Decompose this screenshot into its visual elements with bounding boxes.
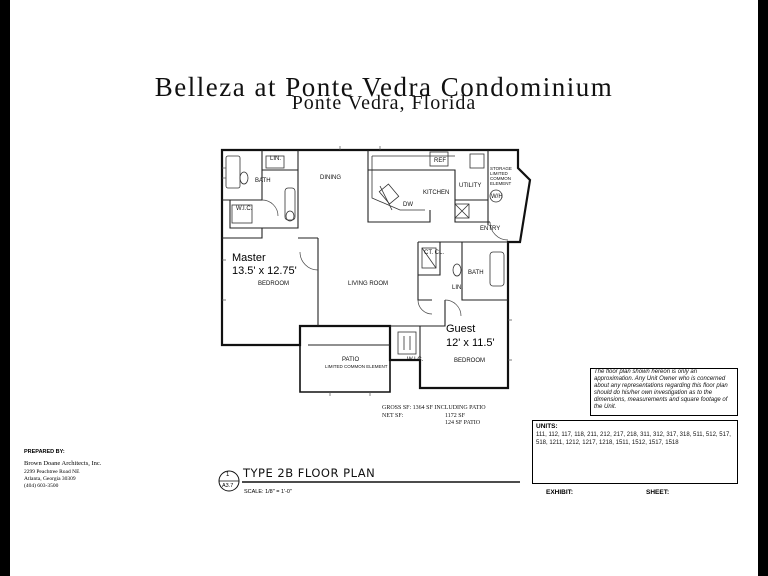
- windows: [222, 146, 512, 396]
- room-label-utility: UTILITY: [459, 183, 482, 189]
- preparer-address-line1: 2299 Peachtree Road NE: [24, 469, 80, 475]
- master-bedroom-name: Master: [232, 252, 266, 264]
- plan-title: TYPE 2B FLOOR PLAN: [243, 466, 376, 480]
- net-square-footage-label: NET SF:: [382, 413, 404, 419]
- preparer-firm: Brown Doane Architects, Inc.: [24, 460, 102, 467]
- drawing-reference-sheet: A3.7: [222, 483, 234, 489]
- room-label-master-bedroom: BEDROOM: [258, 281, 290, 287]
- title-block-graphics: [218, 470, 520, 492]
- master-bedroom-dimensions: 13.5' x 12.75': [232, 265, 297, 277]
- room-label-refrigerator: REF: [434, 158, 446, 164]
- plan-scale: SCALE: 1/8" = 1'-0": [244, 489, 292, 495]
- guest-bedroom-name: Guest: [446, 323, 476, 335]
- exterior-walls: [220, 148, 532, 393]
- units-list: 111, 112, 117, 118, 211, 212, 217, 218, …: [536, 432, 731, 446]
- disclaimer-box: [590, 368, 738, 416]
- appliance-label-water-heater: W/H: [491, 194, 503, 200]
- fixtures: [225, 151, 505, 355]
- room-label-bath-guest: BATH: [468, 270, 484, 276]
- prepared-by-heading: PREPARED BY:: [24, 449, 65, 455]
- room-label-linen-guest: LIN.: [452, 285, 464, 291]
- document-sheet: [10, 0, 758, 576]
- interior-walls: [222, 150, 508, 360]
- units-heading: UNITS:: [536, 423, 558, 430]
- net-square-footage-value: 1172 SF: [445, 413, 465, 419]
- appliance-label-dishwasher: DW: [403, 202, 413, 208]
- exhibit-label: EXHIBIT:: [546, 489, 574, 496]
- room-label-living-room: LIVING ROOM: [348, 281, 389, 287]
- room-label-kitchen: KITCHEN: [423, 190, 450, 196]
- room-label-guest-closet: W.I.C.: [407, 357, 424, 363]
- room-label-storage: STORAGE LIMITED COMMON ELEMENT: [490, 166, 512, 186]
- disclaimer-text: The floor plan shown hereon is only an a…: [594, 369, 728, 410]
- patio-note: LIMITED COMMON ELEMENT: [325, 364, 388, 369]
- document-title: Belleza at Ponte Vedra Condominium: [154, 72, 614, 102]
- gross-square-footage: GROSS SF: 1364 SF INCLUDING PATIO: [382, 405, 486, 411]
- room-label-guest-bedroom: BEDROOM: [454, 358, 486, 364]
- units-box: [532, 420, 738, 484]
- patio-square-footage: 124 SF PATIO: [445, 420, 481, 426]
- preparer-phone: (404) 603-3500: [24, 483, 59, 489]
- room-label-coat-closet: CT. CL.: [424, 250, 445, 256]
- document-subtitle: Ponte Vedra, Florida: [291, 92, 477, 114]
- preparer-address-line2: Atlanta, Georgia 30309: [24, 476, 76, 482]
- room-label-patio: PATIO: [342, 357, 360, 363]
- room-label-linen-top: LIN.: [270, 156, 282, 162]
- room-label-entry: ENTRY: [480, 226, 501, 232]
- room-label-master-closet: W.I.C.: [236, 206, 253, 212]
- room-label-bath-top: BATH: [255, 178, 271, 184]
- door-swings: [261, 199, 509, 317]
- guest-bedroom-dimensions: 12' x 11.5': [446, 337, 495, 349]
- sheet-label: SHEET:: [646, 489, 670, 496]
- room-label-dining: DINING: [320, 175, 341, 181]
- drawing-reference-number: 1: [226, 472, 230, 478]
